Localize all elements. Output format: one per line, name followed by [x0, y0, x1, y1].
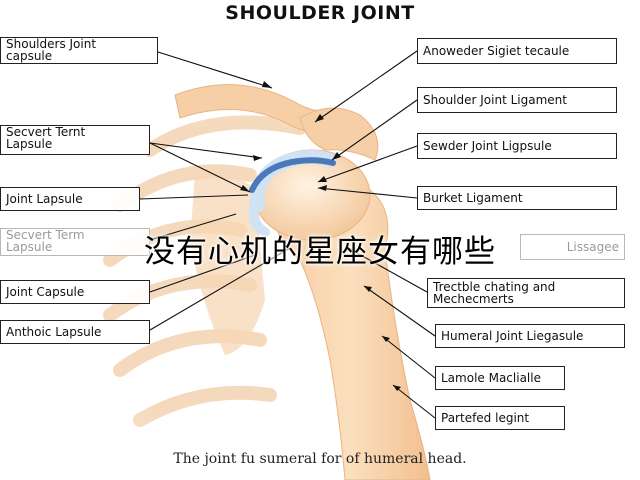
- humerus: [269, 184, 431, 480]
- label-joint-capsule: Joint Capsule: [0, 280, 150, 304]
- scapula: [190, 172, 265, 355]
- label-lissagee: Lissagee: [520, 234, 625, 260]
- label-anoweder-sigiet-tecaule: Anoweder Sigiet tecaule: [417, 38, 617, 64]
- label-shoulder-joint-ligament: Shoulder Joint Ligament: [417, 87, 617, 113]
- label-lamole-maclialle: Lamole Maclialle: [435, 366, 565, 390]
- label-anthoic-lapsule: Anthoic Lapsule: [0, 320, 150, 344]
- leader-lines: [139, 50, 436, 419]
- glenoid-labrum: [248, 195, 270, 237]
- label-humeral-joint-liegasule: Humeral Joint Liegasule: [435, 324, 625, 348]
- leader-arrowheads: [240, 81, 401, 391]
- label-sewder-joint-ligpsule: Sewder Joint Ligpsule: [417, 133, 617, 159]
- watermark-overlay-text: 没有心机的星座女有哪些: [144, 234, 496, 270]
- glenoid-cartilage: [249, 157, 336, 193]
- label-partefed-legint: Partefed legint: [435, 406, 565, 430]
- diagram-caption: The joint fu sumeral for of humeral head…: [173, 451, 467, 467]
- label-joint-lapsule: Joint Lapsule: [0, 187, 140, 211]
- diagram-title: SHOULDER JOINT: [225, 2, 415, 24]
- label-burket-ligament: Burket Ligament: [417, 186, 617, 210]
- acromion: [299, 107, 379, 161]
